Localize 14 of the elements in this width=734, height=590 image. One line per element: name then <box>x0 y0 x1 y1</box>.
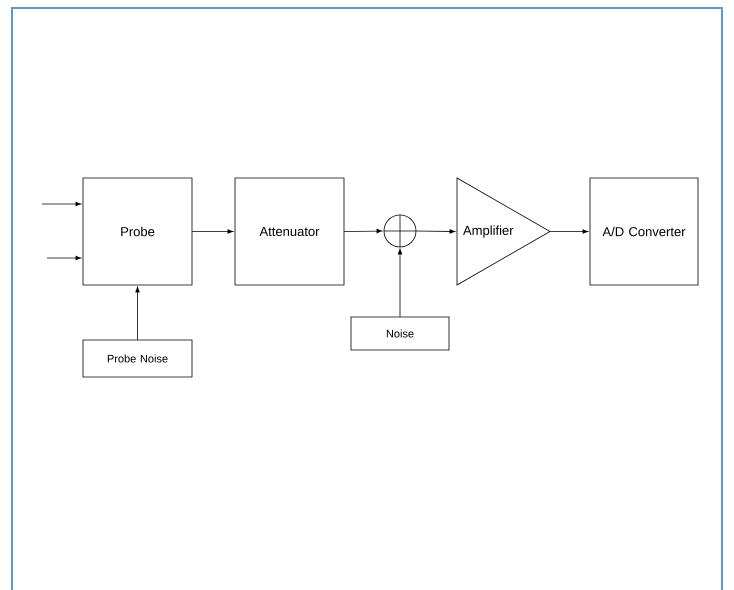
arrow <box>135 286 140 340</box>
summing-junction <box>383 214 417 248</box>
arrow <box>344 228 382 234</box>
arrow <box>416 229 456 234</box>
arrow <box>550 229 588 234</box>
arrow <box>398 248 402 317</box>
block-box: A/D Converter <box>590 178 698 286</box>
arrow <box>42 202 82 206</box>
arrow <box>192 229 234 234</box>
arrow <box>46 256 82 260</box>
block-box: Probe <box>82 178 192 286</box>
block-box: Attenuator <box>234 178 344 286</box>
block-box: Noise <box>350 316 450 350</box>
block-box: Probe Noise <box>82 340 192 378</box>
